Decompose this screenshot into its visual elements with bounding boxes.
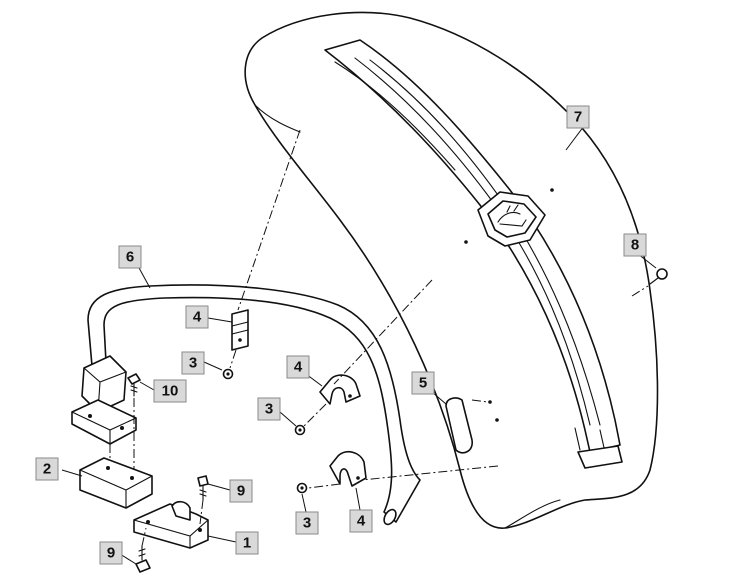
clamp-bottom [329,450,367,487]
reflector [445,397,473,454]
callout-1: 1 [235,531,259,555]
callout-label: 10 [162,383,179,400]
callout-7: 5 [411,371,435,395]
callout-3-bottom: 3 [295,511,319,535]
reflector-body [445,397,473,454]
fender-body [244,11,659,529]
callout-3-top: 3 [181,351,205,375]
fender-channel-line [334,61,456,171]
mounting-hole [495,418,499,422]
callout-label: 1 [243,535,251,552]
fender [244,11,659,529]
callout-label: 4 [357,513,366,530]
callout-9-top: 9 [229,479,253,503]
nut-bottom [296,482,308,494]
callout-3-middle: 3 [257,397,281,421]
bolt-10 [127,373,141,397]
assembly-lines [109,129,649,547]
bolt-8 [649,268,668,285]
mounting-hole [464,240,468,244]
mount-bracket [133,500,209,549]
deer-icon [497,204,527,227]
callout-label: 3 [265,401,273,418]
callout-9-bottom: 9 [99,541,123,565]
mounting-hole [488,400,492,404]
callout-label: 7 [574,109,582,126]
callout-label: 5 [419,375,427,392]
callout-label: 9 [107,545,115,562]
callout-label: 4 [193,309,202,326]
bolt-9-top [197,475,209,501]
callout-label: 2 [43,461,51,478]
callout-label: 3 [303,515,311,532]
callout-2: 2 [35,457,59,481]
callout-label: 8 [631,237,639,254]
fender-channel-end [577,445,623,469]
callout-4-middle: 4 [286,355,310,379]
clamp-middle [319,374,361,405]
callout-4-top: 4 [185,305,209,329]
spacer-block [79,457,153,509]
callout-label: 9 [237,483,245,500]
handrail [71,284,421,526]
handrail-tube-end [383,508,397,526]
callout-6: 7 [566,105,590,129]
leader-lines [61,125,657,565]
clamp-top [231,309,249,351]
callout-label: 3 [189,355,197,372]
bolt-9-bottom [135,545,151,573]
bracket-lug [171,500,191,521]
fender-rim [504,499,561,529]
callout-8: 8 [623,233,647,257]
emblem-inner [487,200,537,238]
nut-top [222,368,234,380]
callout-4-bottom: 4 [349,509,373,533]
fender-edge [254,104,301,133]
callout-label: 4 [294,359,303,376]
mounting-hole [550,188,554,192]
nut-middle [294,424,306,436]
fender-channel [324,39,621,453]
callout-label: 6 [126,249,134,266]
handrail-base-plate [71,399,137,445]
handrail-base-block [81,355,127,413]
spacer-body [79,457,153,509]
bracket-body [133,503,209,549]
callout-10: 10 [153,379,187,403]
callout-5: 6 [118,245,142,269]
